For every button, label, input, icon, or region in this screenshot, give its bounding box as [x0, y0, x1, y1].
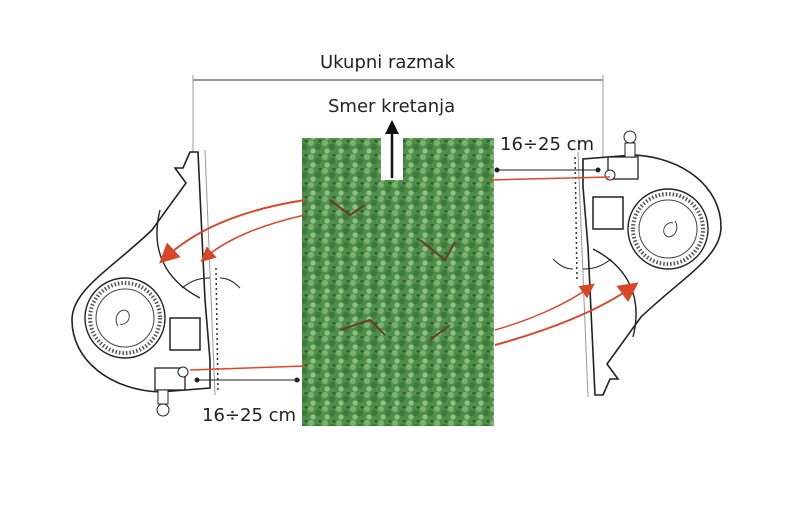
hedge	[302, 138, 494, 426]
airflow-arrows	[159, 176, 639, 371]
total-distance-label: Ukupni razmak	[320, 52, 455, 73]
distance-markers	[194, 167, 601, 383]
direction-label: Smer kretanja	[328, 96, 456, 117]
distance-label-bottom: 16÷25 cm	[202, 405, 297, 426]
distance-label-top: 16÷25 cm	[500, 134, 595, 155]
right-trimmer-head	[551, 129, 723, 399]
hedge-branches	[329, 199, 456, 341]
left-trimmer-head	[70, 148, 242, 418]
direction-arrow	[381, 120, 403, 180]
